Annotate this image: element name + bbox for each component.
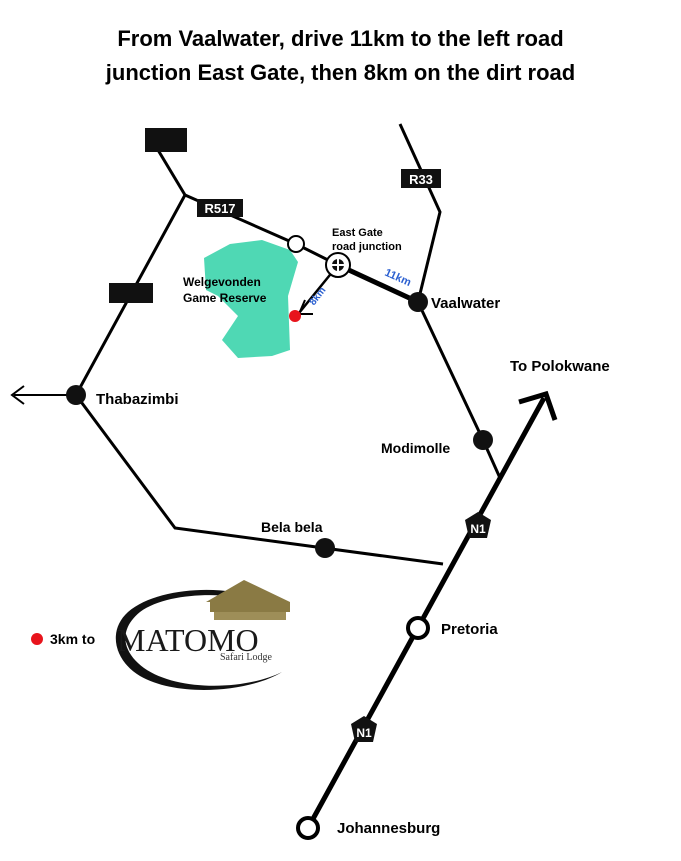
reserve-label-line1: Welgevonden xyxy=(183,275,261,289)
road-label-box-west xyxy=(109,283,153,303)
pretoria-label: Pretoria xyxy=(441,621,498,638)
heading-line-2: junction East Gate, then 8km on the dirt… xyxy=(105,60,576,85)
bela-bela-label: Bela bela xyxy=(261,519,323,535)
r33-label: R33 xyxy=(409,172,433,187)
road-eastgate-vaalwater xyxy=(336,262,420,305)
road-r33 xyxy=(398,123,442,303)
lodge-location-marker xyxy=(289,310,301,322)
thabazimbi-marker xyxy=(66,385,86,405)
lodge-roof-icon xyxy=(206,580,290,620)
polokwane-label: To Polokwane xyxy=(510,358,610,375)
vaalwater-label: Vaalwater xyxy=(431,295,500,312)
n1-shield-upper xyxy=(465,512,491,538)
arrow-up-right-icon xyxy=(518,390,558,421)
bela-bela-marker xyxy=(315,538,335,558)
johannesburg-marker xyxy=(296,816,320,840)
r517-label-bg xyxy=(197,199,243,217)
east-gate-label-line1: East Gate xyxy=(332,227,383,239)
compass-icon xyxy=(325,252,351,278)
lodge-distance-note: 3km to xyxy=(50,631,95,647)
modimolle-label: Modimolle xyxy=(381,440,450,456)
east-gate-label-line2: road junction xyxy=(332,241,402,253)
r33-label-bg xyxy=(401,169,441,188)
n1-label-lower: N1 xyxy=(356,726,372,740)
legend-red-dot xyxy=(31,633,43,645)
matomo-logo: MATOMO Safari Lodge xyxy=(115,580,290,690)
vaalwater-marker xyxy=(408,292,428,312)
road-n1 xyxy=(305,396,547,830)
road-label-box-top xyxy=(145,128,187,152)
r517-label: R517 xyxy=(204,201,235,216)
welgevonden-reserve-area xyxy=(204,240,298,358)
white-junction-marker xyxy=(287,235,305,253)
arrow-left-icon xyxy=(10,385,25,405)
road-west-upper xyxy=(156,149,187,196)
pretoria-marker xyxy=(406,616,430,640)
heading-line-1: From Vaalwater, drive 11km to the left r… xyxy=(117,26,564,51)
thabazimbi-label: Thabazimbi xyxy=(96,391,179,408)
distance-8km: 8km xyxy=(308,285,329,308)
n1-label-upper: N1 xyxy=(470,522,486,536)
johannesburg-label: Johannesburg xyxy=(337,820,440,837)
n1-shield-lower xyxy=(351,716,377,742)
reserve-label-line2: Game Reserve xyxy=(183,291,267,305)
modimolle-marker xyxy=(473,430,493,450)
lodge-subtitle: Safari Lodge xyxy=(220,652,272,663)
lodge-name: MATOMO xyxy=(117,622,259,658)
